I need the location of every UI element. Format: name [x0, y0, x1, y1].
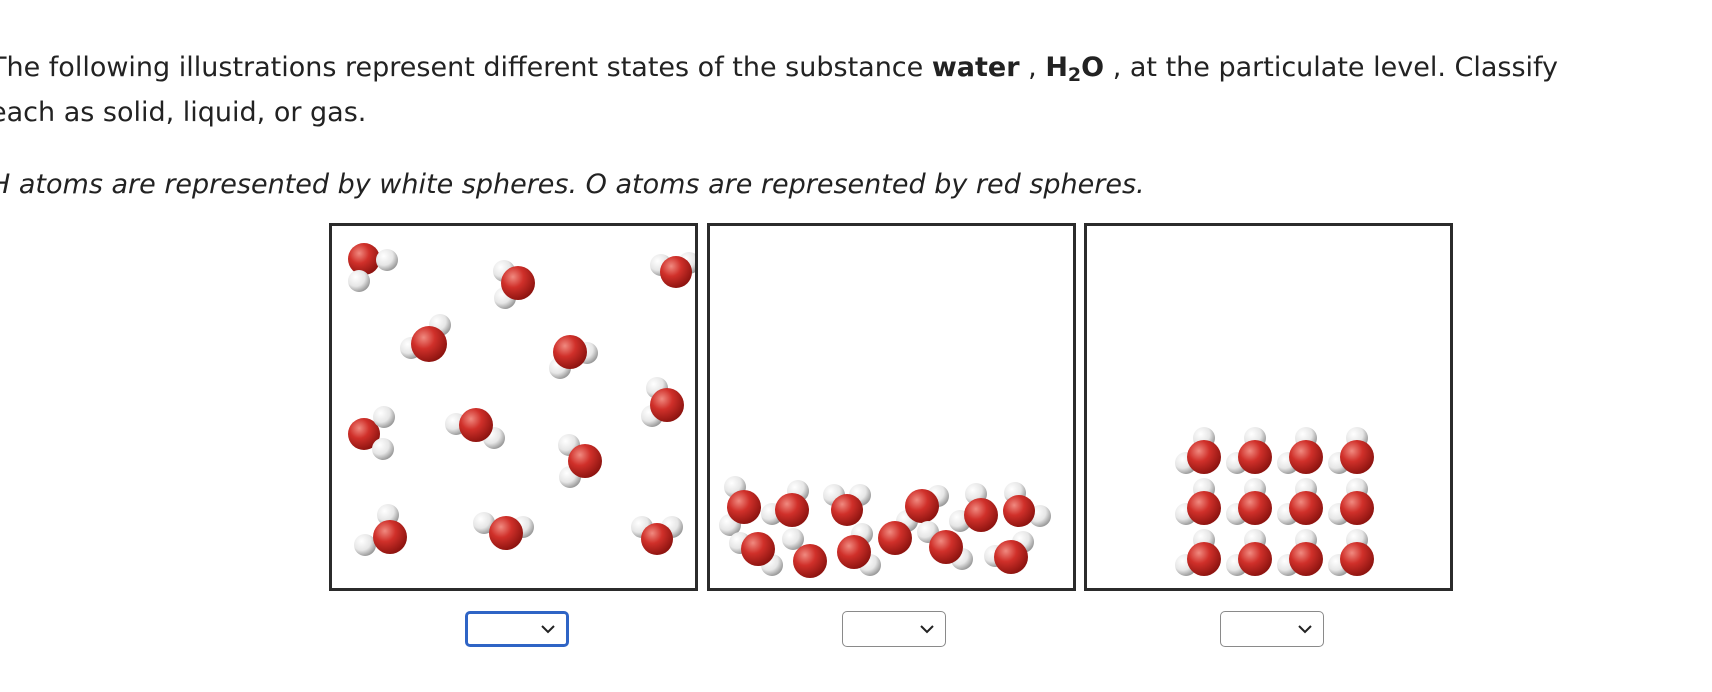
- oxygen-atom: [1187, 440, 1221, 474]
- substance-name: water: [931, 52, 1020, 83]
- oxygen-atom: [1187, 491, 1221, 525]
- state-select-1[interactable]: [465, 611, 569, 647]
- illustration-panel-1: [329, 223, 698, 591]
- oxygen-atom: [1187, 542, 1221, 576]
- molecules-illustration-gas: [348, 243, 695, 556]
- oxygen-atom: [1238, 491, 1272, 525]
- oxygen-atom: [1340, 542, 1374, 576]
- question-text-part: ,: [1019, 52, 1046, 83]
- chevron-down-icon: [541, 625, 555, 634]
- chemical-formula: H2O: [1045, 52, 1105, 86]
- legend-text: H atoms are represented by white spheres…: [0, 169, 1145, 200]
- question-text-line-2: each as solid, liquid, or gas.: [0, 97, 367, 128]
- state-select-2[interactable]: [842, 611, 946, 647]
- oxygen-atom: [1289, 542, 1323, 576]
- illustration-panel-2: [707, 223, 1076, 591]
- oxygen-atom: [1238, 542, 1272, 576]
- oxygen-atom: [1238, 440, 1272, 474]
- chevron-down-icon: [920, 625, 934, 634]
- chevron-down-icon: [1298, 625, 1312, 634]
- question-text-line-1: The following illustrations represent di…: [0, 52, 1559, 86]
- illustration-panel-3: [1084, 223, 1453, 591]
- molecules-illustration-solid: [1175, 427, 1374, 576]
- state-select-3[interactable]: [1220, 611, 1324, 647]
- oxygen-atom: [1340, 440, 1374, 474]
- molecules-illustration-liquid: [719, 476, 1051, 578]
- oxygen-atom: [1289, 491, 1323, 525]
- question-text-part: , at the particulate level. Classify: [1104, 52, 1559, 83]
- question-text-part: The following illustrations represent di…: [0, 52, 932, 83]
- oxygen-atom: [1289, 440, 1323, 474]
- oxygen-atom: [1340, 491, 1374, 525]
